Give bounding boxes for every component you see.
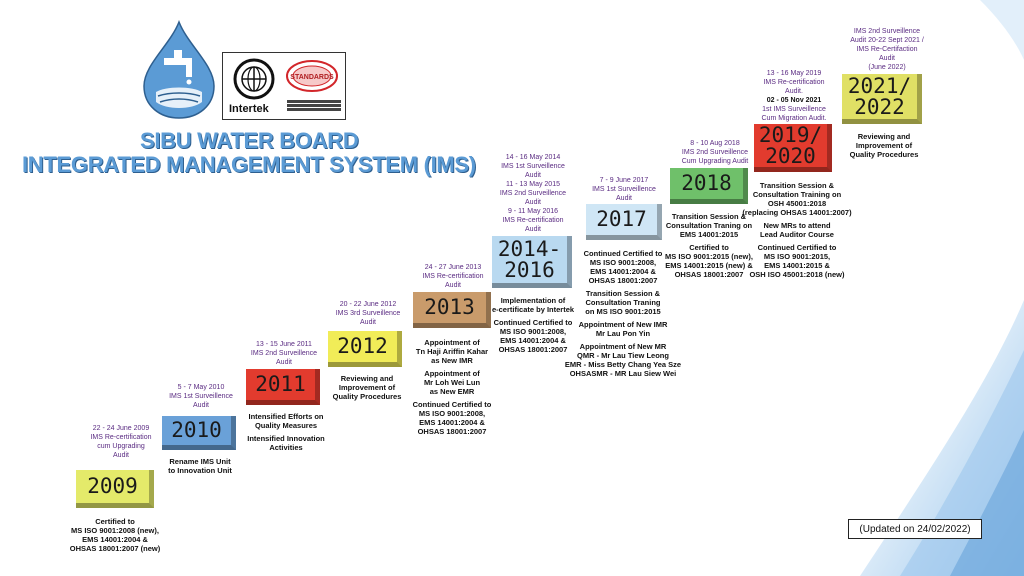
intertek-label: Intertek (229, 103, 269, 115)
page-title-line2: INTEGRATED MANAGEMENT SYSTEM (IMS) (22, 152, 476, 177)
water-drop-logo (143, 20, 215, 119)
globe-icon (233, 58, 275, 100)
desc-2019-2020: Transition Session &Consultation Trainin… (742, 181, 852, 279)
year-box-2014-2016: 2014-2016 (492, 236, 572, 288)
year-box-2012: 2012 (328, 331, 402, 367)
year-box-2009: 2009 (76, 470, 154, 508)
year-box-2017: 2017 (586, 204, 662, 240)
year-box-2010: 2010 (162, 416, 236, 450)
year-box-2019-2020: 2019/2020 (754, 124, 832, 172)
year-box-2011: 2011 (246, 369, 320, 405)
page-title-line1: SIBU WATER BOARD (140, 128, 359, 153)
cert-fineprint (287, 99, 341, 112)
standards-label: STANDARDS (290, 74, 334, 81)
year-box-2013: 2013 (413, 292, 491, 328)
certification-logos: STANDARDS Intertek (222, 52, 346, 120)
updated-date-label: (Updated on 24/02/2022) (848, 519, 982, 539)
standards-logo-icon: STANDARDS (286, 60, 338, 92)
year-box-2021-2022: 2021/2022 (842, 74, 922, 124)
desc-2018: Transition Session &Consultation Traning… (665, 212, 753, 279)
year-box-2018: 2018 (670, 168, 748, 204)
